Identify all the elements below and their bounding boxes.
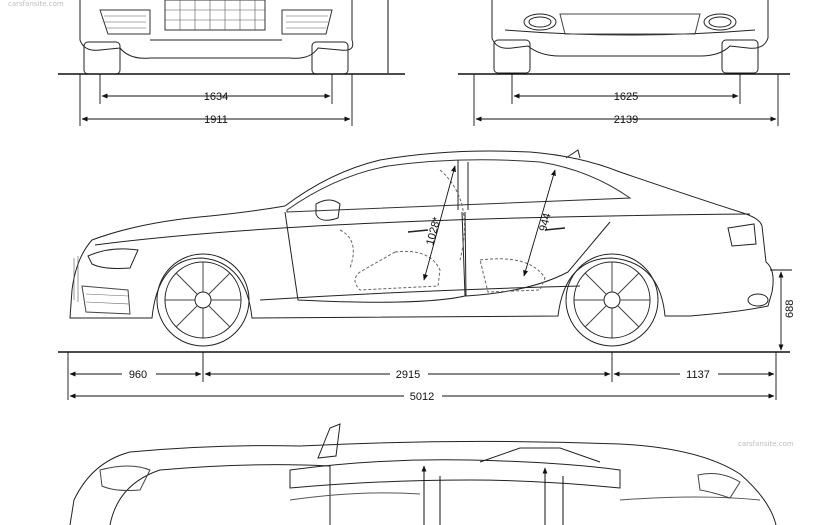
rear-view bbox=[491, 0, 769, 74]
rear-track-label: 1625 bbox=[614, 91, 638, 103]
rear-dimensions bbox=[473, 74, 779, 126]
watermark-top: carsfansite.com bbox=[8, 0, 64, 8]
front-headroom-label: 1028* bbox=[424, 215, 443, 247]
label-bg bbox=[390, 366, 428, 380]
wheelbase-label: 2915 bbox=[396, 369, 420, 381]
rear-height-dimension bbox=[770, 269, 792, 351]
front-width-label: 1911 bbox=[204, 114, 228, 126]
front-view bbox=[79, 0, 389, 75]
label-bg bbox=[122, 366, 156, 380]
rear-width-label: 2139 bbox=[614, 114, 638, 126]
label-bg bbox=[404, 388, 442, 402]
top-view bbox=[69, 423, 777, 525]
front-dimensions bbox=[79, 74, 353, 126]
side-view bbox=[69, 149, 774, 347]
watermark-bottom: carsfansite.com bbox=[738, 440, 794, 448]
length-label: 5012 bbox=[410, 391, 434, 403]
top-view-markers bbox=[421, 465, 548, 474]
front-track-label: 1634 bbox=[204, 91, 228, 103]
rear-headroom-label: 944 bbox=[537, 212, 553, 233]
front-overhang-label: 960 bbox=[129, 369, 147, 381]
rear-height-label: 688 bbox=[784, 300, 796, 318]
label-bg bbox=[680, 366, 718, 380]
headroom-markers bbox=[423, 165, 556, 281]
rear-overhang-label: 1137 bbox=[686, 369, 710, 381]
